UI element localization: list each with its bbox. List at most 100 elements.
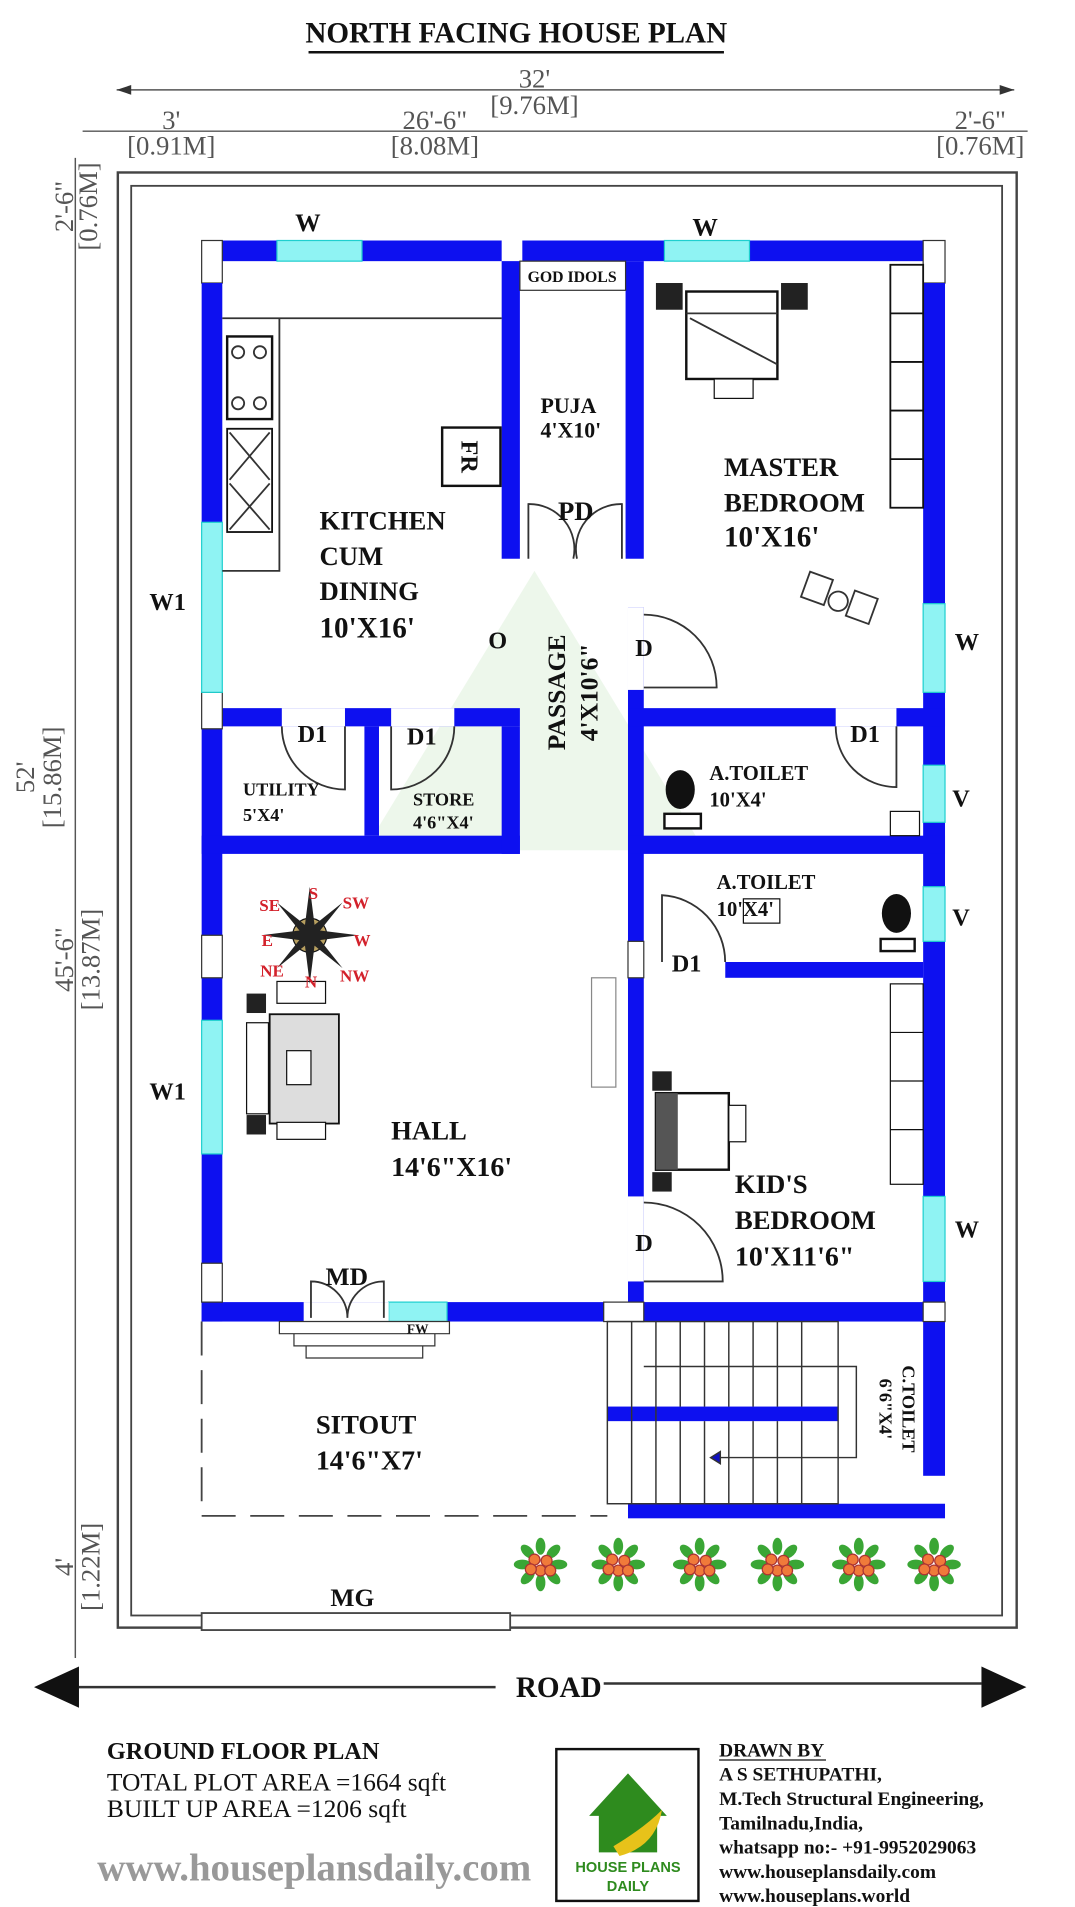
kids-label: BEDROOM (735, 1205, 876, 1235)
sofa-set-icon (245, 980, 340, 1140)
door1-label: D1 (407, 724, 437, 751)
road-indicator: ROAD (34, 1666, 1027, 1708)
master-label: MASTER (724, 452, 839, 482)
passage-size: 4'X10'6" (575, 643, 604, 741)
plant-icon (591, 1537, 645, 1592)
page-title: NORTH FACING HOUSE PLAN (305, 18, 727, 50)
kids-bed-icon (652, 1071, 747, 1192)
windows (201, 239, 946, 1323)
dim-right-setback: 2'-6" (955, 105, 1006, 135)
window-hall (201, 1019, 223, 1155)
fridge-label: FR (456, 441, 483, 474)
chairs-icon (799, 570, 879, 626)
window-master (663, 239, 751, 262)
window-kitchen (276, 239, 363, 262)
window-kids (922, 1195, 946, 1283)
passage-label: PASSAGE (542, 634, 571, 750)
plant-icon (907, 1537, 961, 1592)
compass-icon: S SE SW E W NE N NW (259, 884, 370, 992)
toilet-fixtures (663, 770, 921, 953)
master-bed-icon (655, 283, 808, 400)
window-master-side (922, 603, 946, 693)
dim-rear-setback: 2'-6" (49, 181, 79, 232)
kitchen-size: 10'X16' (319, 613, 415, 645)
kids-wardrobe (889, 983, 924, 1185)
credits-heading: DRAWN BY (719, 1740, 824, 1761)
credits-qualification: M.Tech Structural Engineering, (719, 1789, 984, 1810)
puja-size: 4'X10' (541, 418, 602, 442)
window-label: W (955, 1217, 979, 1244)
compass-se: SE (259, 896, 280, 915)
watermark (364, 570, 705, 851)
door1-label: D1 (298, 721, 328, 748)
main-gate-label: MG (330, 1583, 374, 1612)
window-kitchen-side (201, 521, 223, 693)
compass-e: E (262, 931, 273, 950)
credits-location: Tamilnadu,India, (719, 1813, 863, 1834)
door1-label: D1 (850, 721, 880, 748)
logo-text: DAILY (607, 1879, 650, 1895)
road-label: ROAD (516, 1672, 602, 1704)
ventilator-1 (922, 764, 946, 823)
toilet1-size: 10'X4' (709, 790, 766, 812)
ventilator-label: V (952, 786, 970, 813)
kitchen-label: KITCHEN (319, 506, 445, 536)
watermark-url: www.houseplansdaily.com (97, 1846, 531, 1889)
top-dimensions: 32' [9.76M] 3' [0.91M] 26'-6" [8.08M] 2'… (82, 63, 1028, 160)
plant-icon (750, 1537, 805, 1592)
master-label: BEDROOM (724, 487, 865, 517)
credits-name: A S SETHUPATHI, (719, 1765, 882, 1786)
ventilator-2 (922, 886, 946, 942)
sitout-size: 14'6"X7' (316, 1446, 423, 1477)
ctoilet-label: C.TOILET (899, 1365, 919, 1452)
brand-logo: HOUSE PLANS DAILY (555, 1747, 700, 1903)
god-idols-shelf (519, 260, 627, 291)
staircase (606, 1320, 858, 1505)
dim-rear-setback-m: [0.76M] (73, 162, 103, 250)
plot-boundary (116, 171, 1018, 1629)
kids-size: 10'X11'6" (735, 1242, 854, 1273)
logo-text: HOUSE PLANS (575, 1860, 680, 1876)
sink-icon (226, 427, 274, 533)
god-idols-label: GOD IDOLS (528, 269, 617, 286)
left-dimensions: 2'-6" [0.76M] 52' [15.86M] 45'-6" [13.87… (10, 157, 106, 1658)
main-gate (200, 1612, 512, 1631)
door-label: D (635, 635, 653, 662)
utility-label: UTILITY (243, 780, 320, 800)
summary-heading: GROUND FLOOR PLAN (107, 1738, 380, 1765)
kitchen-label: CUM (319, 541, 383, 571)
dim-front-setback-m: [1.22M] (76, 1523, 106, 1611)
master-size: 10'X16' (724, 522, 820, 554)
toilet2-size: 10'X4' (717, 899, 774, 921)
dim-building-depth: 45'-6" (49, 927, 79, 992)
kids-label: KID'S (735, 1169, 808, 1199)
ctoilet-size: 6'6"X4' (875, 1379, 895, 1440)
plants (513, 1537, 961, 1592)
dim-front-setback: 4' (49, 1558, 79, 1576)
credits-whatsapp: whatsapp no:- +91-9952029063 (719, 1838, 976, 1859)
credits-website: www.houseplansdaily.com (719, 1862, 936, 1883)
main-door-label: MD (326, 1262, 368, 1291)
ventilator-label: V (952, 905, 970, 932)
dim-left-setback-m: [0.91M] (127, 130, 215, 160)
window-label: W (295, 208, 321, 237)
dim-left-setback: 3' (162, 105, 180, 135)
door1-label: D1 (672, 951, 702, 978)
compound-wall (130, 184, 1004, 1617)
sitout-outline (200, 1321, 608, 1517)
area-summary: GROUND FLOOR PLAN TOTAL PLOT AREA =1664 … (97, 1738, 531, 1889)
door-label: D (635, 1230, 653, 1257)
hall-size: 14'6"X16' (391, 1152, 512, 1183)
window1-label: W1 (149, 589, 185, 616)
room-labels: KITCHEN CUM DINING 10'X16' O PUJA 4'X10'… (149, 208, 979, 1612)
plant-icon (672, 1537, 727, 1592)
window-label: W (692, 213, 718, 242)
french-window (388, 1301, 448, 1323)
puja-door-label: PD (558, 496, 594, 526)
compass-s: S (309, 884, 318, 903)
kitchen-counter: FR (222, 317, 502, 572)
doors (278, 503, 898, 1359)
plot-area: TOTAL PLOT AREA =1664 sqft (107, 1767, 446, 1796)
dim-overall-depth: 52' (10, 762, 40, 794)
